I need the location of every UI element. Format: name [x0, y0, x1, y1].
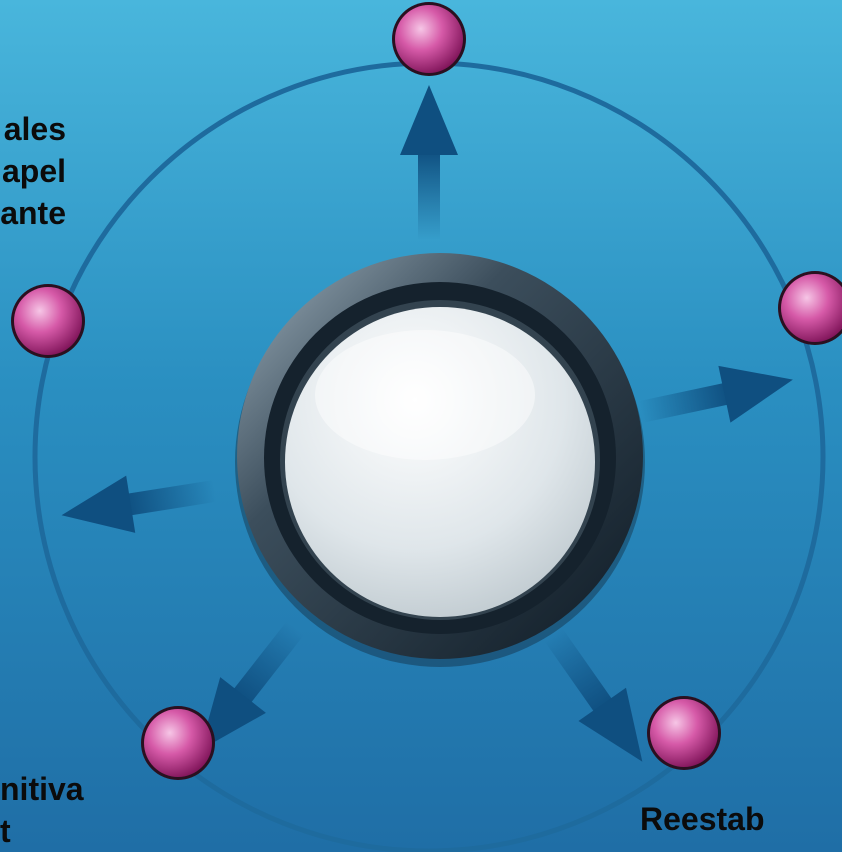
label-bottom-right: Reestab: [640, 801, 765, 837]
label-left: ales apel ante: [0, 108, 66, 234]
arrow-left: [61, 475, 217, 533]
arrow-up: [400, 85, 458, 240]
node-bottom-left[interactable]: [141, 706, 215, 780]
label-left-line: ante: [0, 195, 66, 231]
node-left[interactable]: [11, 284, 85, 358]
center-hub-button[interactable]: [235, 253, 645, 667]
label-left-line: ales: [3, 111, 66, 147]
arrow-right: [638, 365, 793, 423]
arrow-bottom-left: [199, 621, 305, 751]
label-bottom-left-line: nitiva: [0, 771, 84, 807]
node-right[interactable]: [778, 271, 842, 345]
label-left-line: apel: [1, 153, 66, 189]
label-bottom-left: nitiva t: [0, 768, 84, 852]
node-top[interactable]: [392, 2, 466, 76]
node-bottom-right[interactable]: [647, 696, 721, 770]
arrow-bottom-right: [544, 628, 643, 762]
label-bottom-left-line: t: [0, 813, 11, 849]
